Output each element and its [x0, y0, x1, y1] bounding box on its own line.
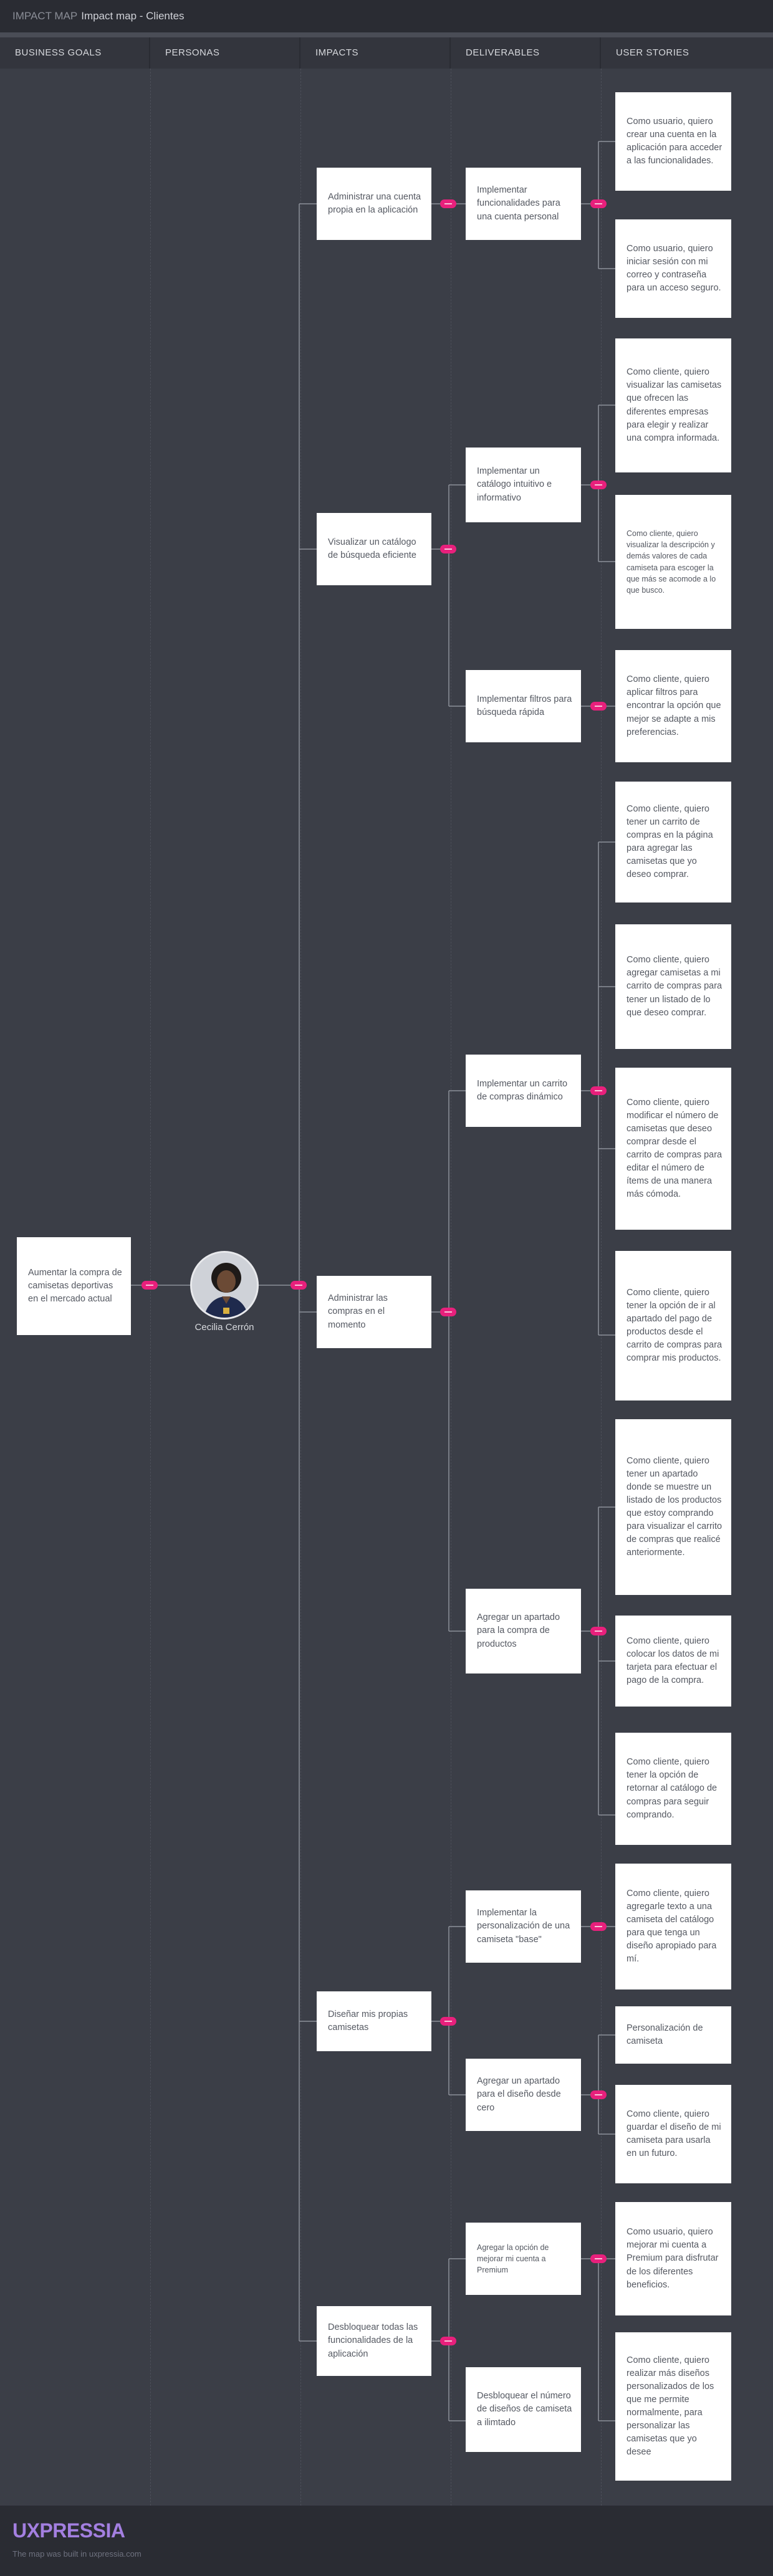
user-story-card[interactable]: Como cliente, quiero agregar camisetas a… — [615, 924, 731, 1049]
user-story-card[interactable]: Como cliente, quiero agregarle texto a u… — [615, 1864, 731, 1989]
map-name[interactable]: Impact map - Clientes — [81, 10, 185, 22]
header-divider — [0, 32, 773, 37]
impact-card[interactable]: Administrar las compras en el momento — [317, 1276, 431, 1348]
user-story-card[interactable]: Como cliente, quiero tener un apartado d… — [615, 1419, 731, 1595]
user-story-card[interactable]: Como cliente, quiero aplicar filtros par… — [615, 650, 731, 762]
column-header-personas: PERSONAS — [150, 37, 300, 69]
persona-photo-icon — [192, 1253, 257, 1318]
collapse-toggle[interactable] — [590, 199, 607, 208]
footer: UXPRESSIA The map was built in uxpressia… — [0, 2506, 773, 2576]
business-goal-card[interactable]: Aumentar la compra de camisetas deportiv… — [17, 1237, 131, 1335]
impact-card[interactable]: Visualizar un catálogo de búsqueda efici… — [317, 513, 431, 585]
collapse-toggle[interactable] — [590, 1627, 607, 1635]
collapse-toggle[interactable] — [440, 199, 456, 208]
deliverable-card[interactable]: Agregar la opción de mejorar mi cuenta a… — [466, 2223, 581, 2295]
persona-name[interactable]: Cecilia Cerrón — [194, 1322, 254, 1333]
user-story-card[interactable]: Como usuario, quiero iniciar sesión con … — [615, 219, 731, 318]
deliverable-card[interactable]: Desbloquear el número de diseños de cami… — [466, 2367, 581, 2452]
collapse-toggle[interactable] — [142, 1281, 158, 1290]
user-story-card[interactable]: Como cliente, quiero tener un carrito de… — [615, 782, 731, 903]
collapse-toggle[interactable] — [440, 545, 456, 553]
collapse-toggle[interactable] — [590, 1086, 607, 1095]
column-header-business-goals: BUSINESS GOALS — [0, 37, 150, 69]
user-story-card[interactable]: Como cliente, quiero visualizar la descr… — [615, 495, 731, 629]
collapse-toggle[interactable] — [590, 2090, 607, 2099]
column-headers: BUSINESS GOALS PERSONAS IMPACTS DELIVERA… — [0, 37, 773, 69]
collapse-toggle[interactable] — [590, 481, 607, 489]
collapse-toggle[interactable] — [590, 2254, 607, 2263]
persona-avatar[interactable] — [190, 1251, 259, 1319]
deliverable-card[interactable]: Implementar un carrito de compras dinámi… — [466, 1055, 581, 1127]
user-story-card[interactable]: Como cliente, quiero guardar el diseño d… — [615, 2085, 731, 2183]
collapse-toggle[interactable] — [590, 1922, 607, 1931]
user-story-card[interactable]: Como cliente, quiero visualizar las cami… — [615, 338, 731, 472]
column-header-impacts: IMPACTS — [300, 37, 451, 69]
collapse-toggle[interactable] — [590, 702, 607, 711]
collapse-toggle[interactable] — [440, 2337, 456, 2345]
footer-tagline: The map was built in uxpressia.com — [12, 2549, 142, 2559]
column-header-deliverables: DELIVERABLES — [451, 37, 601, 69]
collapse-toggle[interactable] — [290, 1281, 307, 1290]
brand-logo[interactable]: UXPRESSIA — [12, 2519, 125, 2542]
user-story-card[interactable]: Como cliente, quiero modificar el número… — [615, 1068, 731, 1230]
deliverable-card[interactable]: Agregar un apartado para la compra de pr… — [466, 1589, 581, 1673]
user-story-card[interactable]: Como usuario, quiero crear una cuenta en… — [615, 92, 731, 191]
collapse-toggle[interactable] — [440, 2017, 456, 2026]
impact-card[interactable]: Diseñar mis propias camisetas — [317, 1991, 431, 2051]
impact-card[interactable]: Administrar una cuenta propia en la apli… — [317, 168, 431, 240]
map-type-label: IMPACT MAP — [12, 10, 78, 22]
user-story-card[interactable]: Como cliente, quiero tener la opción de … — [615, 1733, 731, 1845]
deliverable-card[interactable]: Implementar un catálogo intuitivo e info… — [466, 448, 581, 522]
deliverable-card[interactable]: Implementar funcionalidades para una cue… — [466, 168, 581, 240]
column-header-user-stories: USER STORIES — [616, 47, 689, 58]
user-story-card[interactable]: Como cliente, quiero colocar los datos d… — [615, 1616, 731, 1707]
deliverable-card[interactable]: Implementar filtros para búsqueda rápida — [466, 670, 581, 742]
user-story-card[interactable]: Como usuario, quiero mejorar mi cuenta a… — [615, 2202, 731, 2315]
column-divider — [601, 69, 602, 2506]
deliverable-card[interactable]: Agregar un apartado para el diseño desde… — [466, 2059, 581, 2131]
user-story-card[interactable]: Como cliente, quiero realizar más diseño… — [615, 2332, 731, 2481]
collapse-toggle[interactable] — [440, 1308, 456, 1316]
deliverable-card[interactable]: Implementar la personalización de una ca… — [466, 1890, 581, 1963]
user-story-card[interactable]: Personalización de camiseta — [615, 2006, 731, 2064]
user-story-card[interactable]: Como cliente, quiero tener la opción de … — [615, 1251, 731, 1401]
impact-card[interactable]: Desbloquear todas las funcionalidades de… — [317, 2306, 431, 2376]
